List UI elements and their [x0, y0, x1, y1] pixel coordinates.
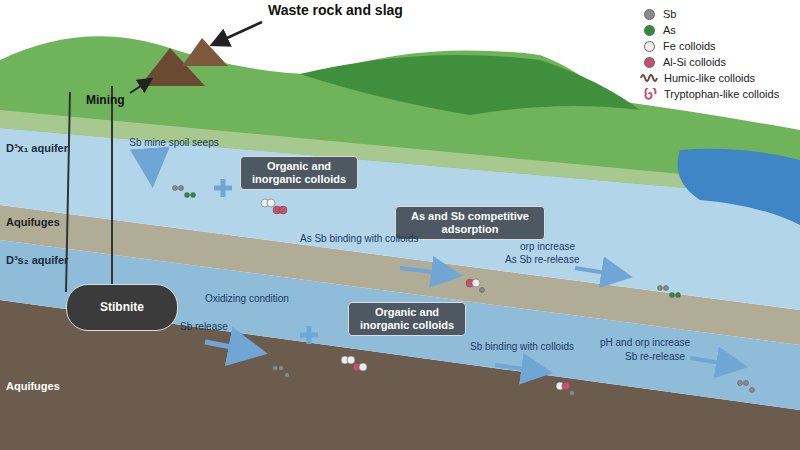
- legend-text: Fe colloids: [663, 39, 716, 54]
- legend-text: Al-Si colloids: [663, 55, 726, 70]
- legend: SbAsFe colloidsAl-Si colloidsHumic-like …: [640, 6, 779, 102]
- legend-text: Tryptophan-like colloids: [664, 87, 779, 102]
- particle: [279, 206, 287, 214]
- particle: [562, 382, 570, 390]
- legend-row: Tryptophan-like colloids: [640, 86, 779, 102]
- particle: [179, 186, 184, 191]
- pointer-arrow: [130, 80, 150, 93]
- particle: [273, 366, 278, 371]
- legend-swatch: [644, 41, 655, 52]
- flow-arrow: [690, 358, 740, 366]
- particle: [480, 288, 485, 293]
- particle: [267, 199, 275, 207]
- process-label: Sb release: [180, 320, 228, 333]
- node-text: Organic and inorganic colloids: [354, 306, 460, 332]
- layer-label: D³s₂ aquifer: [6, 254, 68, 267]
- mineral-body: Stibnite: [66, 284, 178, 331]
- legend-row: Sb: [640, 6, 779, 22]
- particle: [173, 186, 178, 191]
- legend-row: Humic-like colloids: [640, 70, 779, 86]
- flow-arrow: [575, 268, 625, 276]
- legend-row: Fe colloids: [640, 38, 779, 54]
- process-label: pH and orp increase: [600, 336, 690, 349]
- particle: [744, 381, 749, 386]
- particle: [750, 388, 755, 393]
- node-text: As and Sb competitive adsorption: [401, 210, 539, 236]
- particle: [472, 279, 480, 287]
- particle: [359, 363, 367, 371]
- particle: [658, 286, 663, 291]
- flow-arrow: [495, 365, 545, 372]
- legend-symbol-path: [641, 75, 657, 81]
- process-label: orp increase: [520, 240, 575, 253]
- mountain-shade: [300, 55, 640, 115]
- mine-shaft: [111, 86, 113, 292]
- particle: [191, 193, 196, 198]
- particle: [670, 293, 675, 298]
- particle: [570, 391, 575, 396]
- legend-symbol: [640, 88, 660, 100]
- particle: [664, 286, 669, 291]
- river: [678, 149, 800, 225]
- flow-arrow: [400, 268, 455, 275]
- process-box: Organic and inorganic colloids: [348, 302, 466, 336]
- callout-label: Mining: [86, 94, 125, 107]
- process-label: Sb mine spoil seeps: [128, 136, 220, 149]
- legend-text: As: [663, 23, 676, 38]
- node-text: Stibnite: [100, 301, 144, 314]
- legend-row: Al-Si colloids: [640, 54, 779, 70]
- node-text: Organic and inorganic colloids: [246, 160, 352, 186]
- legend-text: Humic-like colloids: [664, 71, 755, 86]
- pointer-arrow: [214, 22, 262, 44]
- waste-pile: [182, 38, 228, 66]
- flow-arrow: [150, 150, 152, 178]
- particle: [279, 366, 284, 371]
- particle: [185, 193, 190, 198]
- process-box: Organic and inorganic colloids: [240, 156, 358, 190]
- legend-symbol: [640, 72, 660, 84]
- particle: [676, 293, 681, 298]
- legend-swatch: [644, 25, 655, 36]
- process-label: Sb binding with colloids: [470, 340, 574, 353]
- legend-row: As: [640, 22, 779, 38]
- layer-label: D³x₁ aquifer: [6, 142, 68, 155]
- legend-text: Sb: [663, 7, 676, 22]
- process-label: Sb re-release: [625, 350, 685, 363]
- plus-sign: [214, 179, 232, 197]
- plus-sign: [300, 326, 318, 344]
- process-label: Oxidizing condition: [205, 292, 289, 305]
- process-label: As Sb binding with colloids: [300, 232, 418, 245]
- flow-arrow: [205, 342, 258, 352]
- legend-swatch: [644, 57, 655, 68]
- layer-label: Aquifuges: [6, 216, 60, 229]
- callout-label: Waste rock and slag: [268, 4, 403, 17]
- process-label: As Sb re-release: [505, 253, 579, 266]
- legend-swatch: [644, 9, 655, 20]
- layer-label: Aquifuges: [6, 380, 60, 393]
- particle: [285, 373, 290, 378]
- particle: [738, 381, 743, 386]
- legend-symbol-path: [646, 88, 656, 99]
- particle: [347, 356, 355, 364]
